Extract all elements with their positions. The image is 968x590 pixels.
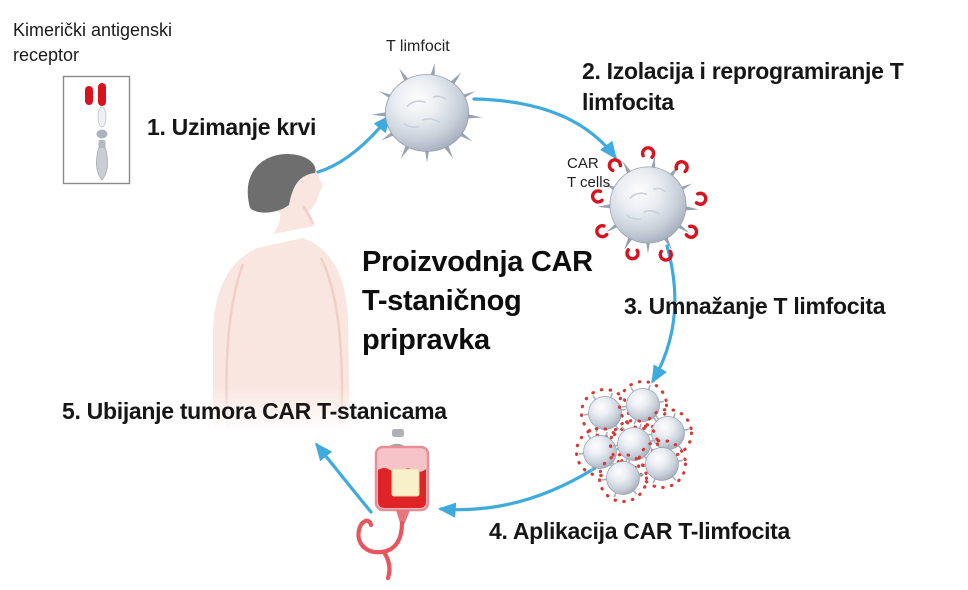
bag-label xyxy=(391,468,420,497)
arrow-step-3 xyxy=(651,244,677,384)
receptor-binding-domain-left xyxy=(85,86,93,105)
patient-fade xyxy=(195,388,365,438)
receptor-bead xyxy=(96,129,108,139)
receptor-label-line2: receptor xyxy=(13,45,80,65)
step-2-label-line2: limfocita xyxy=(582,89,674,115)
arrow-step-4 xyxy=(437,466,597,518)
car-receptor-illustration xyxy=(62,75,131,185)
car-t-cells-label-line1: CAR xyxy=(567,155,599,172)
bag-hanger-tab xyxy=(392,429,404,437)
t-cell-label: T limfocit xyxy=(386,38,450,55)
receptor-label: Kimerički antigenski receptor xyxy=(13,18,172,68)
process-arrows xyxy=(315,97,677,518)
cell-cluster-illustration xyxy=(574,379,694,504)
arrow-step-5 xyxy=(315,442,373,514)
center-title-line3: pripravka xyxy=(362,324,490,356)
step-2-label: 2. Izolacija i reprogramiranje T limfoci… xyxy=(582,56,904,118)
receptor-box xyxy=(62,75,131,185)
arrow-step-1 xyxy=(316,114,392,174)
step-2-label-line1: 2. Izolacija i reprogramiranje T xyxy=(582,58,904,84)
t-cell-illustration xyxy=(371,63,482,163)
bag-tube-curl xyxy=(356,518,405,555)
step-3-label: 3. Umnažanje T limfocita xyxy=(624,293,886,319)
step-5-label: 5. Ubijanje tumora CAR T-stanicama xyxy=(62,398,447,424)
bag-neck xyxy=(396,510,410,523)
step-4-label: 4. Aplikacija CAR T-limfocita xyxy=(489,518,791,544)
center-title-line2: T-staničnog xyxy=(362,285,522,317)
patient-chin-line xyxy=(301,205,315,225)
patient-nose xyxy=(313,176,323,195)
arrow-step-2 xyxy=(472,97,617,160)
center-title-line1: Proizvodnja CAR xyxy=(362,246,593,278)
step-1-label: 1. Uzimanje krvi xyxy=(147,114,317,140)
car-t-cells-label-line2: T cells xyxy=(567,174,611,191)
iv-bag-icon xyxy=(356,429,430,581)
patient-hair xyxy=(247,154,316,213)
bag-tube-tail xyxy=(381,549,392,581)
patient-figure xyxy=(195,154,365,439)
receptor-hinge xyxy=(97,106,107,128)
receptor-tail xyxy=(96,146,108,181)
receptor-binding-domain-right xyxy=(98,83,106,106)
receptor-label-line1: Kimerički antigenski xyxy=(13,20,173,40)
center-title: Proizvodnja CAR T-staničnog pripravka xyxy=(362,243,593,360)
car-t-cells-label: CAR T cells xyxy=(567,154,610,192)
